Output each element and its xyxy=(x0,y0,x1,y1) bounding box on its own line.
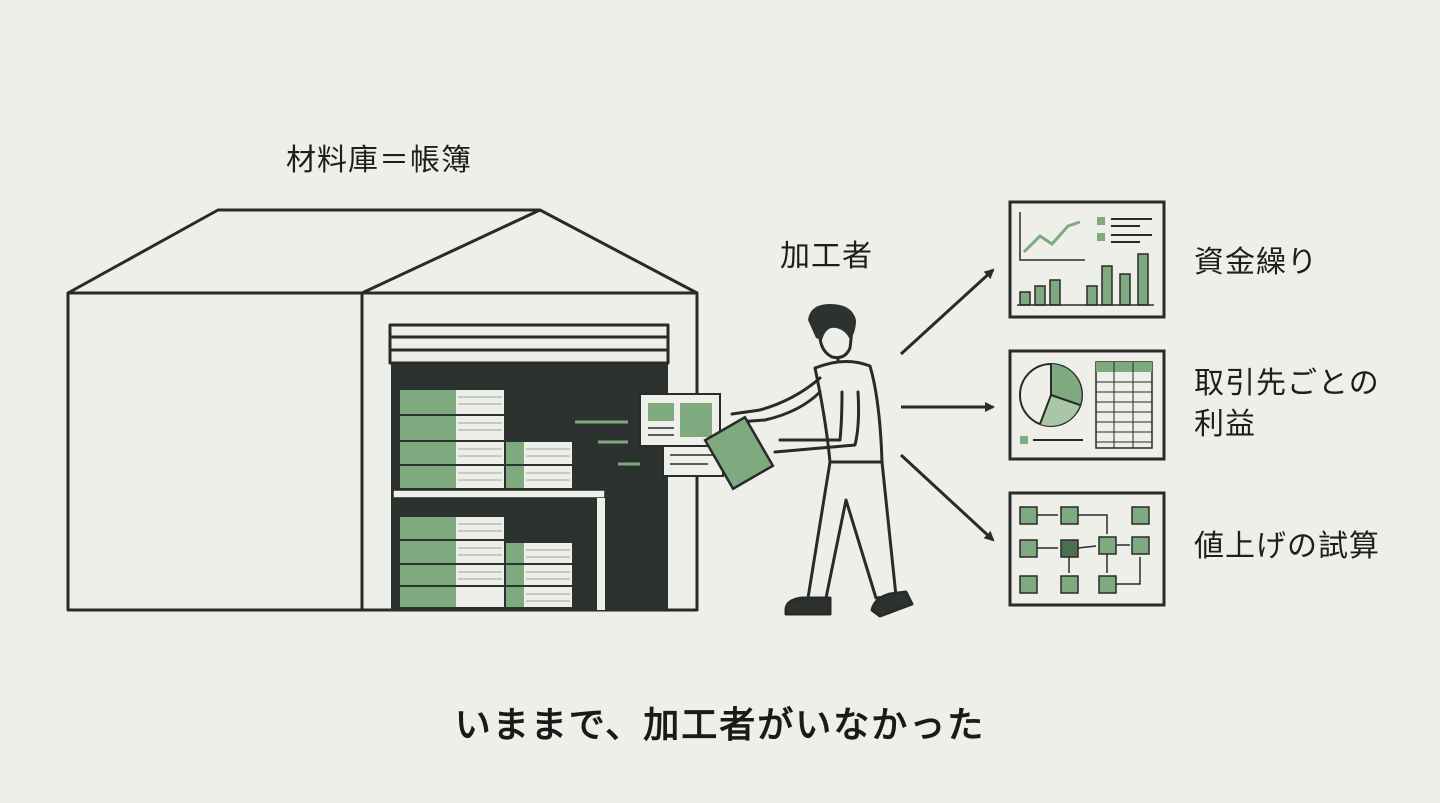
ledger-stack-upper xyxy=(400,390,572,488)
shelf-post xyxy=(597,498,605,610)
caption: いままで、加工者がいなかった xyxy=(454,705,986,746)
motion-lines xyxy=(575,420,640,466)
ledger-stack-lower xyxy=(400,517,572,607)
output-pricing-label: 値上げの試算 xyxy=(1194,529,1380,564)
output-profit-label-line2: 利益 xyxy=(1194,407,1256,442)
processor-label: 加工者 xyxy=(780,239,873,274)
warehouse-label: 材料庫＝帳簿 xyxy=(286,143,472,178)
pie-table-report-icon xyxy=(1008,349,1166,461)
person-carrying-documents-icon xyxy=(730,304,914,618)
flowchart-icon xyxy=(1008,491,1166,607)
dashboard-chart-icon xyxy=(1008,200,1166,319)
document-icon xyxy=(639,393,724,477)
held-document-icon xyxy=(703,415,775,491)
shelf xyxy=(392,489,606,499)
output-profit-label-line1: 取引先ごとの xyxy=(1194,366,1380,401)
output-cashflow-label: 資金繰り xyxy=(1194,245,1318,280)
arrow-icon xyxy=(899,268,995,542)
